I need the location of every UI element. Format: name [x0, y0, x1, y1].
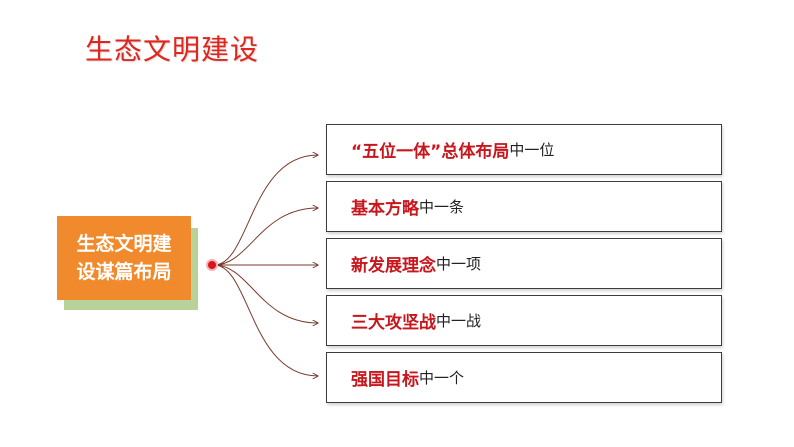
- item-5-rest: 中一个: [419, 369, 465, 387]
- item-1-rest: 中一位: [509, 141, 555, 159]
- connector-line-5: [213, 264, 318, 376]
- item-box-5: 强国目标中一个: [326, 352, 722, 403]
- item-2-rest: 中一条: [419, 198, 465, 216]
- center-topic-line-1: 生态文明建: [76, 233, 172, 255]
- item-box-4: 三大攻坚战中一战: [326, 295, 722, 346]
- item-3-rest: 中一项: [436, 255, 482, 273]
- page-title: 生态文明建设: [85, 33, 260, 66]
- connector-line-1: [213, 155, 318, 266]
- item-2-keyword: 基本方略: [351, 199, 419, 219]
- center-topic-line-2: 设谋篇布局: [76, 261, 172, 283]
- hub-dot: [206, 259, 218, 271]
- item-5-keyword: 强国目标: [351, 370, 419, 390]
- item-4-keyword: 三大攻坚战: [351, 313, 436, 333]
- center-topic-box: 生态文明建 设谋篇布局: [57, 216, 191, 300]
- item-4-rest: 中一战: [436, 312, 482, 330]
- connector-line-2: [213, 208, 318, 266]
- item-3-keyword: 新发展理念: [351, 256, 436, 276]
- item-1-keyword: “五位一体”总体布局: [351, 142, 510, 162]
- item-box-2: 基本方略中一条: [326, 181, 722, 232]
- connector-line-4: [213, 264, 318, 323]
- item-box-1: “五位一体”总体布局中一位: [326, 124, 722, 175]
- item-box-3: 新发展理念中一项: [326, 238, 722, 289]
